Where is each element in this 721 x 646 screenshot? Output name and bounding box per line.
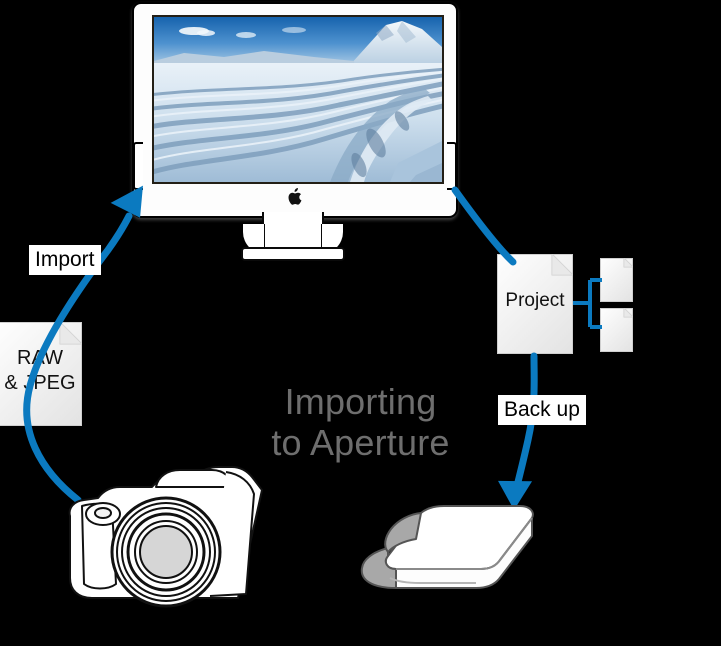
project-document-label: Project [505,290,565,311]
apple-logo-icon [288,188,302,205]
page-title-line1: Importing [284,381,437,422]
imac-side-nub-right [447,142,457,190]
imac-side-nub-left [133,142,143,190]
page-title: Importing to Aperture [0,381,721,463]
imac-screen [152,15,444,184]
project-document[interactable]: Project [497,254,573,354]
child-document-2[interactable] [600,308,633,352]
document-fold-icon [623,308,633,318]
connector-export [451,186,517,266]
glacier-photo [154,17,442,182]
imac-bezel [132,2,458,218]
child-document-1[interactable] [600,258,633,302]
imac-stand-foot [241,247,345,261]
document-fold-icon [623,258,633,268]
raw-label-line1: RAW [17,347,63,369]
label-import: Import [29,245,101,275]
arrowhead-backup [498,480,533,511]
imac-computer[interactable] [124,0,462,268]
page-title-line2: to Aperture [271,422,450,463]
connector-children [573,278,602,329]
label-backup: Back up [498,395,586,425]
document-fold-icon [551,254,573,276]
